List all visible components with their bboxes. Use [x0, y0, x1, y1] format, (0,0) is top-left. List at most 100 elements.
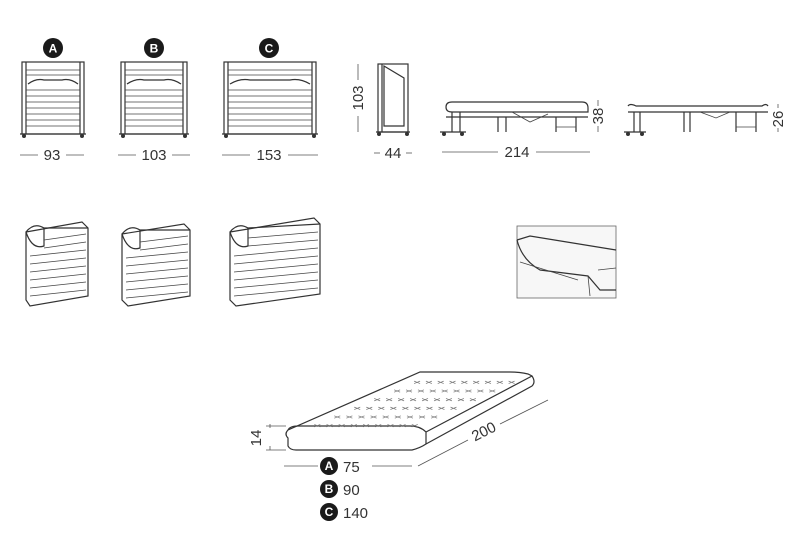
- svg-text:140: 140: [343, 505, 368, 522]
- front-view-b: [119, 61, 189, 138]
- quilt-mark: [496, 380, 503, 384]
- quilt-mark: [354, 406, 361, 410]
- mattress-width-b: B 90: [320, 480, 360, 499]
- svg-text:B: B: [325, 482, 334, 496]
- svg-text:A: A: [325, 459, 334, 473]
- quilt-mark: [469, 398, 477, 402]
- quilt-mark: [450, 406, 457, 410]
- dimension-width-a: 93: [20, 147, 84, 164]
- quilt-mark: [431, 415, 438, 419]
- quilt-mark: [378, 406, 385, 410]
- quilt-mark: [370, 415, 377, 419]
- dimension-open-length: 214: [442, 144, 590, 161]
- quilt-mark: [394, 389, 401, 393]
- svg-text:A: A: [49, 42, 58, 56]
- quilt-mark: [433, 398, 441, 402]
- svg-text:153: 153: [256, 147, 281, 164]
- svg-text:44: 44: [385, 145, 402, 162]
- mattress-width-c: C 140: [320, 503, 368, 522]
- svg-text:75: 75: [343, 459, 360, 476]
- quilt-mark: [374, 398, 381, 402]
- quilt-mark: [405, 389, 413, 393]
- quilt-mark: [386, 398, 393, 402]
- dimension-mattress-thickness: 14: [248, 424, 286, 451]
- quilt-mark: [394, 415, 401, 419]
- svg-text:103: 103: [350, 85, 367, 110]
- quilt-mark: [362, 424, 370, 428]
- svg-text:14: 14: [248, 430, 265, 447]
- quilt-mark: [338, 424, 345, 428]
- quilt-mark: [484, 380, 492, 384]
- quilt-mark: [382, 415, 389, 419]
- quilt-mark: [399, 424, 406, 428]
- quilt-mark: [409, 398, 417, 402]
- svg-text:26: 26: [770, 111, 787, 128]
- quilt-mark: [429, 389, 436, 393]
- quilt-mark: [358, 415, 365, 419]
- quilt-mark: [465, 389, 472, 393]
- open-side-view: [440, 101, 589, 136]
- svg-text:B: B: [150, 42, 159, 56]
- quilt-mark: [437, 380, 444, 384]
- quilt-mark: [417, 389, 425, 393]
- dimension-frame-height: 26: [770, 104, 787, 132]
- svg-text:90: 90: [343, 482, 360, 499]
- covered-folded-a: [25, 221, 89, 307]
- folded-side-view: [376, 63, 410, 136]
- quilt-mark: [406, 415, 414, 419]
- quilt-mark: [425, 380, 433, 384]
- mattress-width-a: A 75: [284, 457, 412, 476]
- dimension-mattress-length: 200: [417, 399, 549, 467]
- quilt-mark: [445, 398, 453, 402]
- quilt-mark: [438, 406, 445, 410]
- quilt-mark: [375, 424, 382, 428]
- svg-text:214: 214: [504, 144, 529, 161]
- quilt-mark: [426, 406, 433, 410]
- svg-text:93: 93: [44, 147, 61, 164]
- quilt-mark: [421, 398, 429, 402]
- quilt-mark: [390, 406, 397, 410]
- svg-text:200: 200: [469, 419, 499, 446]
- badge-c: C: [259, 38, 279, 58]
- quilt-mark: [413, 380, 421, 384]
- dimension-width-c: 153: [222, 147, 318, 164]
- quilt-mark: [411, 424, 418, 428]
- quilt-mark: [441, 389, 448, 393]
- quilt-mark: [449, 380, 456, 384]
- quilt-mark: [508, 380, 515, 384]
- quilt-mark: [346, 415, 353, 419]
- quilt-mark: [489, 389, 496, 393]
- quilt-mark: [387, 424, 394, 428]
- quilt-mark: [457, 398, 465, 402]
- open-frame-view: [624, 103, 769, 136]
- badge-b: B: [144, 38, 164, 58]
- mattress-quilt-marks: [314, 380, 515, 428]
- quilt-mark: [366, 406, 373, 410]
- quilt-mark: [334, 415, 341, 419]
- quilt-mark: [350, 424, 357, 428]
- svg-text:103: 103: [141, 147, 166, 164]
- quilt-mark: [326, 424, 333, 428]
- front-view-c: [222, 61, 318, 138]
- covered-folded-b: [121, 223, 191, 307]
- quilt-mark: [414, 406, 421, 410]
- covered-folded-c: [229, 217, 321, 307]
- badge-a: A: [43, 38, 63, 58]
- quilt-mark: [453, 389, 460, 393]
- quilt-mark: [418, 415, 426, 419]
- cover-detail: [516, 225, 617, 299]
- svg-text:38: 38: [590, 108, 607, 125]
- quilt-mark: [461, 380, 468, 384]
- front-view-a: [20, 61, 86, 138]
- quilt-mark: [314, 424, 321, 428]
- quilt-mark: [477, 389, 484, 393]
- quilt-mark: [397, 398, 405, 402]
- svg-text:C: C: [325, 505, 334, 519]
- dimension-open-height: 38: [590, 100, 607, 132]
- dimension-folded-depth: 44: [374, 145, 412, 162]
- mattress-drawing: [285, 371, 535, 451]
- quilt-mark: [402, 406, 409, 410]
- quilt-mark: [473, 380, 480, 384]
- dimension-folded-height: 103: [350, 64, 367, 132]
